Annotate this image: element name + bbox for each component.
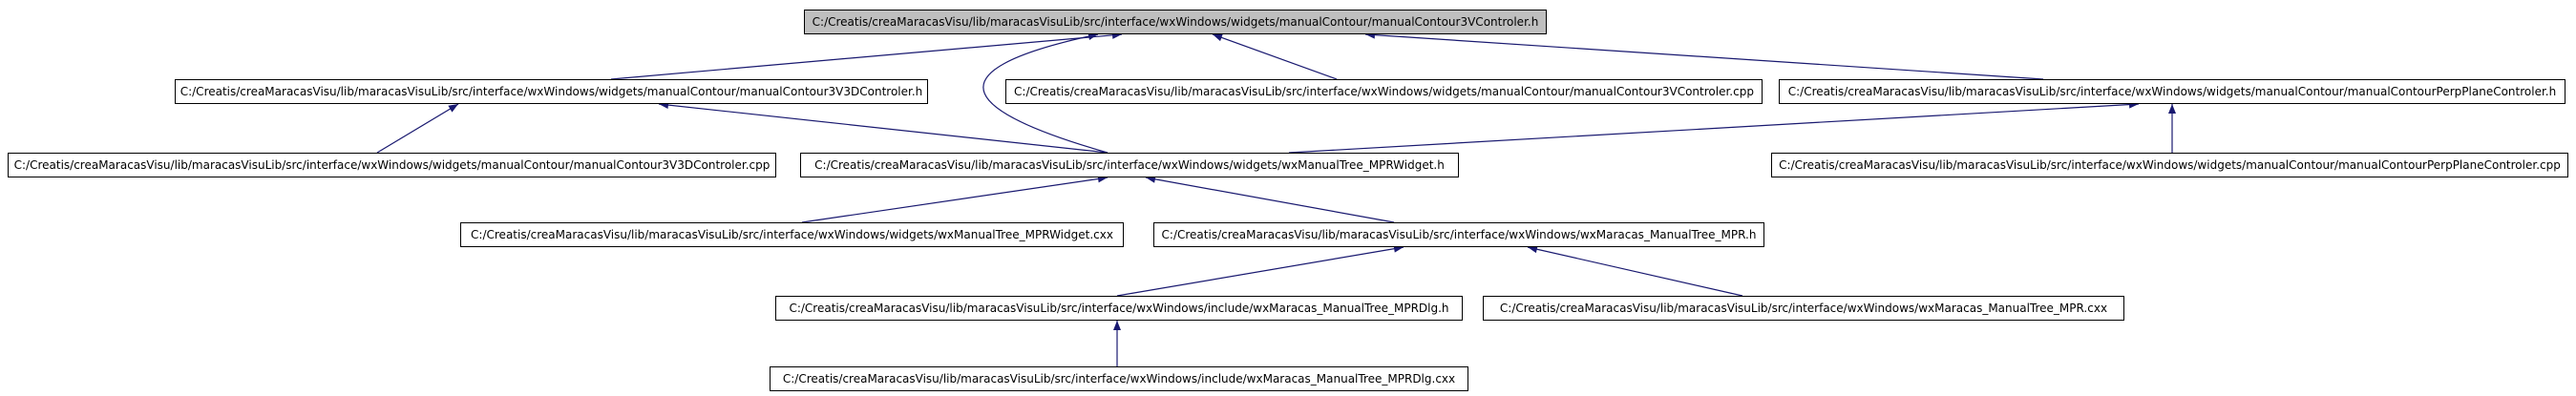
- edge-arrowhead: [1113, 321, 1121, 330]
- graph-node[interactable]: C:/Creatis/creaMaracasVisu/lib/maracasVi…: [775, 296, 1463, 321]
- edge-line: [1145, 177, 1395, 223]
- edge-line: [1364, 33, 2044, 80]
- edge-line: [1116, 246, 1404, 297]
- edge-arrowhead: [1213, 33, 1223, 42]
- edge-line: [658, 103, 1109, 154]
- edge-line: [982, 33, 1109, 154]
- edge-line: [801, 177, 1109, 223]
- graph-node[interactable]: C:/Creatis/creaMaracasVisu/lib/maracasVi…: [1779, 79, 2565, 104]
- edge-arrowhead: [1087, 32, 1098, 40]
- graph-node[interactable]: C:/Creatis/creaMaracasVisu/lib/maracasVi…: [1771, 153, 2568, 177]
- edge-line: [610, 33, 1123, 80]
- edge-line: [1212, 33, 1338, 80]
- edge-arrowhead: [448, 104, 458, 113]
- graph-node[interactable]: C:/Creatis/creaMaracasVisu/lib/maracasVi…: [800, 153, 1459, 177]
- graph-node[interactable]: C:/Creatis/creaMaracasVisu/lib/maracasVi…: [175, 79, 928, 104]
- graph-node-root[interactable]: C:/Creatis/creaMaracasVisu/lib/maracasVi…: [804, 10, 1547, 34]
- edge-line: [1527, 246, 1743, 297]
- graph-node[interactable]: C:/Creatis/creaMaracasVisu/lib/maracasVi…: [1153, 222, 1764, 247]
- graph-node[interactable]: C:/Creatis/creaMaracasVisu/lib/maracasVi…: [460, 222, 1124, 247]
- graph-node[interactable]: C:/Creatis/creaMaracasVisu/lib/maracasVi…: [770, 366, 1468, 391]
- edge-line: [1288, 103, 2140, 154]
- edge-line: [376, 103, 459, 154]
- edge-arrowhead: [2168, 104, 2176, 114]
- graph-node[interactable]: C:/Creatis/creaMaracasVisu/lib/maracasVi…: [8, 153, 776, 177]
- graph-node[interactable]: C:/Creatis/creaMaracasVisu/lib/maracasVi…: [1005, 79, 1763, 104]
- graph-node[interactable]: C:/Creatis/creaMaracasVisu/lib/maracasVi…: [1483, 296, 2124, 321]
- edge-arrowhead: [1528, 245, 1538, 254]
